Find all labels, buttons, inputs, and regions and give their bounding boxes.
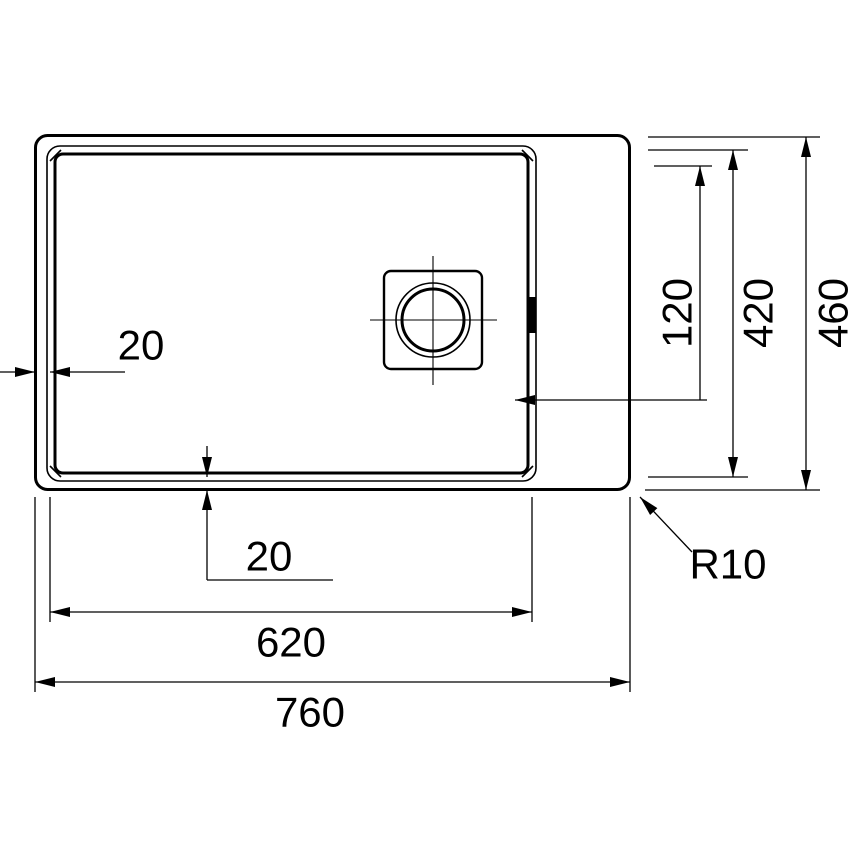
dim-label-overall-width: 760 xyxy=(275,689,345,736)
dimension-drain-edge-offset-group: 120 xyxy=(515,165,712,405)
dimension-rim-bottom-gap-group: 20 xyxy=(202,446,333,581)
bowl-rim-inner-line xyxy=(53,152,530,475)
dimension-overall-depth-group: 460 xyxy=(645,136,857,491)
dim-label-corner-radius: R10 xyxy=(689,541,766,588)
dim-label-bowl-width: 620 xyxy=(256,619,326,666)
overflow-mark xyxy=(527,297,536,333)
bowl-corner-tick-top-right xyxy=(521,149,534,162)
dimension-rim-left-gap-group: 20 xyxy=(0,322,165,377)
dimension-overall-width-group: 760 xyxy=(34,497,631,736)
dim-label-overall-depth: 460 xyxy=(810,278,857,348)
dimension-bowl-width-group: 620 xyxy=(49,497,533,666)
dimension-bowl-depth-group: 420 xyxy=(648,149,782,478)
dim-label-rim-bottom-gap: 20 xyxy=(246,533,293,580)
bowl-outline-group xyxy=(46,145,537,482)
radius-leader-line xyxy=(639,496,693,553)
drain-assembly-group xyxy=(370,256,497,385)
dimension-corner-radius-group: R10 xyxy=(639,496,767,588)
sink-outline-group xyxy=(34,134,631,491)
bowl-corner-tick-bottom-left xyxy=(49,465,62,478)
sink-outer-edge xyxy=(34,134,631,491)
dim-label-rim-left-gap: 20 xyxy=(118,322,165,369)
dim-label-bowl-depth: 420 xyxy=(735,278,782,348)
bowl-corner-tick-bottom-right xyxy=(521,465,534,478)
bowl-corner-tick-top-left xyxy=(49,149,62,162)
dim-label-drain-edge-offset: 120 xyxy=(654,278,701,348)
